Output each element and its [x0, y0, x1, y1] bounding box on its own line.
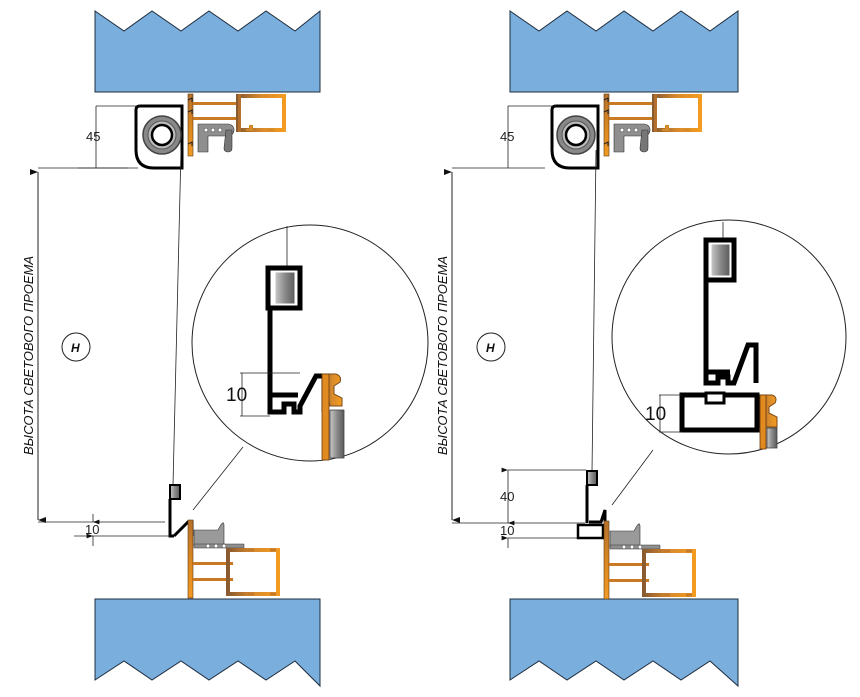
roller-box-left: [134, 104, 184, 170]
h-marker-right: H: [486, 341, 495, 355]
detail-leader-right: [611, 449, 654, 506]
h-marker-left: H: [71, 341, 80, 355]
detail-dim-right: 10: [645, 404, 666, 425]
dim-45-left: 45: [86, 129, 100, 144]
curtain-line-right: [591, 149, 597, 473]
h-marker-circle-right: [476, 332, 506, 362]
detail-circle-right: 10: [611, 219, 847, 455]
window-frame-bottom-left: [186, 518, 280, 600]
curtain-line-left: [172, 149, 182, 486]
bottom-slat-right: [576, 470, 607, 540]
window-frame-bottom-right: [602, 519, 696, 601]
detail-leader-left: [192, 446, 244, 511]
wall-bottom-right: [509, 598, 739, 688]
wall-top-right: [509, 10, 739, 93]
detail-circle-left: 10: [191, 224, 429, 462]
detail-dim-left: 10: [226, 385, 247, 406]
window-frame-top-left: [186, 92, 286, 158]
wall-bottom-left: [94, 598, 321, 688]
dim-45-right: 45: [500, 129, 514, 144]
right-variant-drawing: 45 ВЫСОТА СВЕТОВОГО ПРОЕМА H 40 10: [435, 10, 847, 688]
left-variant-drawing: 45 ВЫСОТА СВЕТОВОГО ПРОЕМА H 10: [21, 9, 429, 688]
window-frame-top-right: [602, 92, 702, 158]
vertical-label-right: ВЫСОТА СВЕТОВОГО ПРОЕМА: [435, 256, 450, 455]
wall-top-left: [94, 9, 321, 93]
dim-10-right: 10: [500, 523, 514, 538]
h-marker-circle-left: [61, 332, 91, 362]
dim-40-right: 40: [500, 489, 514, 504]
roller-box-right: [550, 104, 600, 170]
vertical-label-left: ВЫСОТА СВЕТОВОГО ПРОЕМА: [21, 256, 36, 455]
dim-10-left: 10: [85, 522, 99, 537]
